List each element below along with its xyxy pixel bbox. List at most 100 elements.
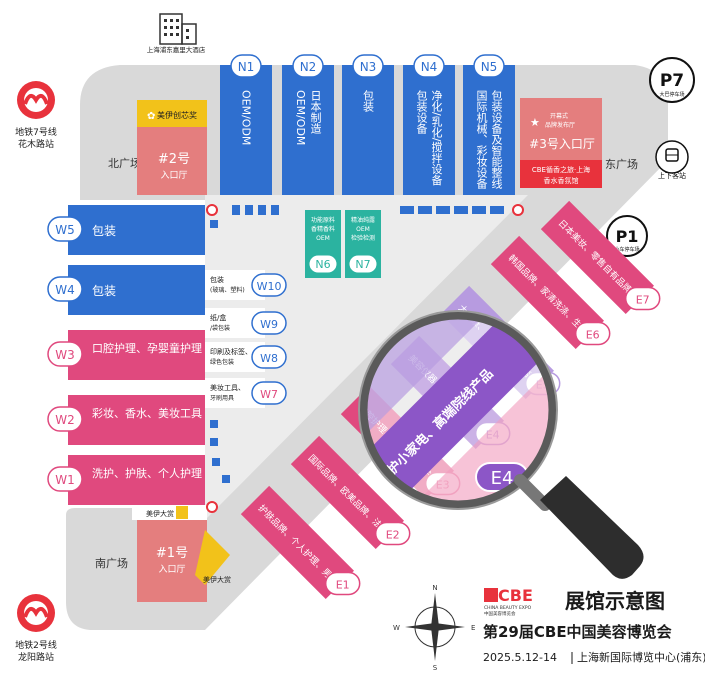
entrance3-bottom2: 香水香氛馆 [544,176,579,185]
parking-p1-label: 小车停车场 [614,246,639,253]
svg-text:功能原料: 功能原料 [311,216,335,224]
expo-subtitle: 第29届CBE中国美容博览会 [483,623,672,641]
hall-code: N5 [481,60,498,74]
svg-text:CHINA BEAUTY EXPO: CHINA BEAUTY EXPO [484,605,532,611]
svg-text:中国美容博览会: 中国美容博览会 [484,610,516,617]
compass-n: N [432,584,437,592]
entrance2-sub: 入口厅 [160,170,187,181]
red-markers [206,204,524,513]
meiyi-label-top: 美伊大赏 [146,509,174,518]
east-plaza-label: 东广场 [605,157,638,171]
hall-w5[interactable]: W5 包装 [47,205,205,255]
hall-code: N1 [238,60,255,74]
bus-stop: 上下客站 [655,140,689,180]
svg-text:E4: E4 [491,468,514,489]
hall-code: E1 [336,578,350,591]
hall-code: N3 [360,60,377,74]
svg-text:P7: P7 [660,71,684,91]
expo-venue: 上海新国际博览中心(浦东) [577,650,705,664]
entrance2-hall[interactable] [137,127,207,195]
landmark-label: 上海浦东嘉里大酒店 [147,45,206,54]
hall-label: OEM/ODM [294,90,307,145]
north-plaza-label: 北广场 [108,156,141,170]
compass-s: S [433,664,438,672]
entrance3-bottom1: CBE循香之旅·上海 [532,165,590,174]
hall-code: E7 [636,293,650,306]
svg-text:P1: P1 [616,227,639,246]
hall-sublabel: (玻璃、塑料) [210,286,245,294]
entrance2-logo-icon: ✿ [147,111,155,122]
parking-p7-label: 大巴停车场 [659,91,684,98]
entrance1-hall[interactable] [137,520,207,602]
metro2-line: 地铁2号线 [15,639,57,651]
entrance2-name: #2号 [158,152,190,167]
parking-p1: P1 小车停车场 [606,215,648,257]
meiyi-sign-top [132,505,207,520]
e4-zoomed-band[interactable] [334,286,573,525]
hall-code: W2 [55,413,75,427]
metro2-station: 龙阳路站 [18,651,54,663]
entrance2-sign [137,100,207,127]
meiyi-sign-bottom [195,530,230,585]
compass: N S E W [393,584,475,672]
hall-label: 美妆工具、 [210,383,245,392]
small-booths [210,205,504,483]
svg-text:香精香料: 香精香料 [311,225,335,233]
hall-w3[interactable]: W3 口腔护理、孕婴童护理 [47,330,205,380]
bus-stop-label: 上下客站 [658,171,686,180]
hall-code: W7 [260,388,278,401]
hall-label: 包装 [92,224,116,238]
central-plaza [205,195,528,520]
south-plaza-label: 南广场 [95,556,128,570]
magnifier: 美容仪器、个护小家电、高端院线产品 E4 [334,286,644,579]
hall-label: 包装设备 [415,90,428,135]
compass-w: W [393,624,400,632]
svg-text:OEM: OEM [316,235,330,242]
hall-code: W8 [260,352,278,365]
hall-label: 日本制造 [309,90,322,134]
cbe-logo: CBE CHINA BEAUTY EXPO 中国美容博览会 [484,586,533,617]
hall-code: W3 [55,348,75,362]
hall-label: 包装 [210,275,224,284]
hall-w10[interactable]: 包装 (玻璃、塑料) W10 [205,270,287,300]
svg-text:CBE: CBE [498,586,533,605]
parking-p7: P7 大巴停车场 [649,57,695,103]
hall-code: E6 [586,328,600,341]
hall-n7[interactable]: 精油纯露 OEM 检验检测 N7 [345,210,381,278]
entrance1-sub: 入口厅 [158,564,185,575]
entrance3-top2: 品牌发布厅 [545,121,575,129]
hall-code: W1 [55,473,75,487]
hall-n3[interactable]: N3 包装 [342,54,394,195]
hall-label: 印刷及标签、 [210,347,252,356]
meiyi-badge [176,506,188,519]
hall-n6[interactable]: 功能原料 香精香料 OEM N6 [305,210,341,278]
entrance2-sign-label: 美伊创芯奖 [157,110,197,120]
hall-code: W10 [257,280,282,293]
entrance3-banner [520,160,602,188]
metro-line7-icon [17,81,55,119]
svg-text:N7: N7 [355,258,370,271]
hall-label: 纸/盒 [210,313,226,322]
hall-label: OEM/ODM [240,90,253,145]
hall-label: 口腔护理、孕婴童护理 [92,341,202,355]
hall-n5[interactable]: N5国际机械、彩妆设备包装设备及智能整线 [463,54,515,195]
hall-label: 包装设备及智能整线 [490,90,503,189]
hall-code: W5 [55,223,75,237]
hall-n4[interactable]: N4包装设备净化/乳化/搅拌设备 [403,54,455,195]
entrance3-top: 开幕式 [550,112,568,120]
svg-text:OEM: OEM [356,226,370,233]
hall-label: 包装 [92,284,116,298]
hall-label: 包装 [362,90,375,113]
